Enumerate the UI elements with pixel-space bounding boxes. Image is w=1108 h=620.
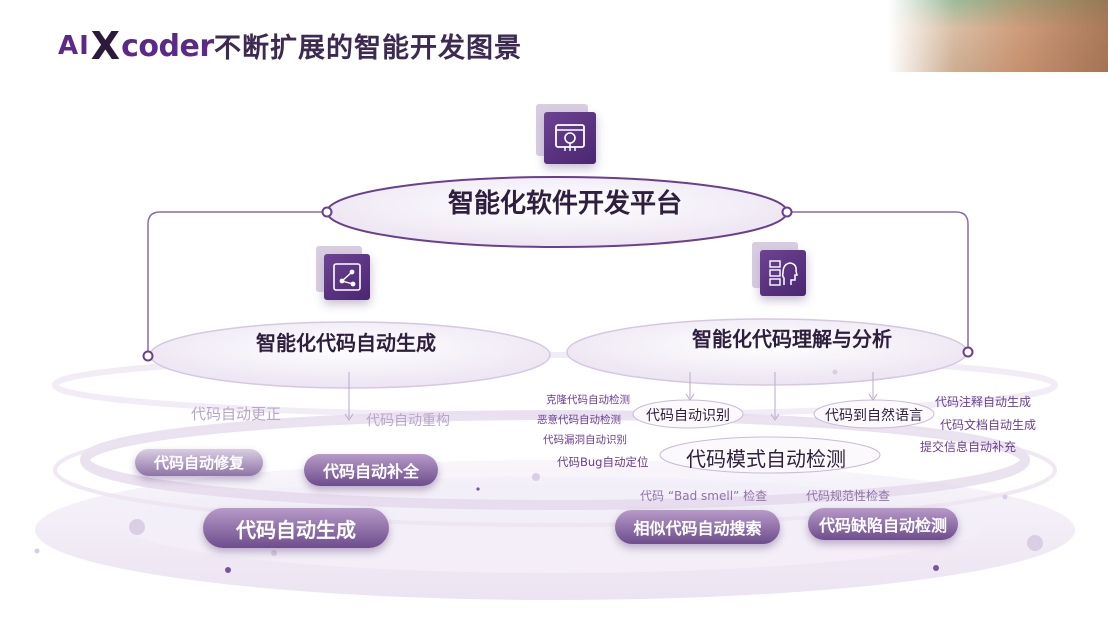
code-defect-detection: 代码缺陷自动检测	[808, 508, 958, 540]
platform-label: 智能化软件开发平台	[448, 189, 683, 219]
malicious-code-detection: 恶意代码自动检测	[537, 414, 621, 426]
aixcoder-logo: AI X coder	[58, 26, 214, 66]
commit-message-completion: 提交信息自动补充	[920, 440, 1017, 454]
clone-code-detection: 克隆代码自动检测	[546, 394, 630, 406]
logo-x: X	[90, 24, 121, 68]
head-circuit-icon	[760, 250, 806, 296]
code-vulnerability-identification: 代码漏洞自动识别	[543, 434, 627, 446]
network-nodes-icon	[324, 254, 370, 300]
code-standard-check: 代码规范性检查	[806, 489, 891, 503]
code-to-natural-language: 代码到自然语言	[825, 408, 923, 424]
code-auto-repair: 代码自动修复	[135, 449, 263, 476]
code-comment-generation: 代码注释自动生成	[935, 395, 1032, 409]
logo-coder: coder	[121, 28, 214, 64]
page-title: 不断扩展的智能开发图景	[214, 33, 522, 64]
code-auto-correction: 代码自动更正	[191, 405, 282, 423]
brain-chip-icon	[544, 112, 596, 164]
logo-ai: AI	[58, 31, 90, 61]
similar-code-search: 相似代码自动搜索	[615, 510, 780, 544]
code-doc-generation: 代码文档自动生成	[940, 418, 1037, 432]
left-branch-label: 智能化代码自动生成	[256, 331, 436, 355]
bad-smell-check: 代码 “Bad smell” 检查	[640, 489, 768, 503]
code-auto-completion: 代码自动补全	[304, 454, 438, 486]
code-bug-localization: 代码Bug自动定位	[557, 455, 649, 469]
header-photo	[888, 0, 1108, 72]
code-pattern-auto-detection: 代码模式自动检测	[686, 447, 846, 471]
code-auto-refactor: 代码自动重构	[366, 413, 450, 429]
right-branch-label: 智能化代码理解与分析	[692, 327, 892, 351]
code-auto-generation: 代码自动生成	[203, 508, 389, 548]
code-auto-recognition: 代码自动识别	[646, 408, 730, 424]
